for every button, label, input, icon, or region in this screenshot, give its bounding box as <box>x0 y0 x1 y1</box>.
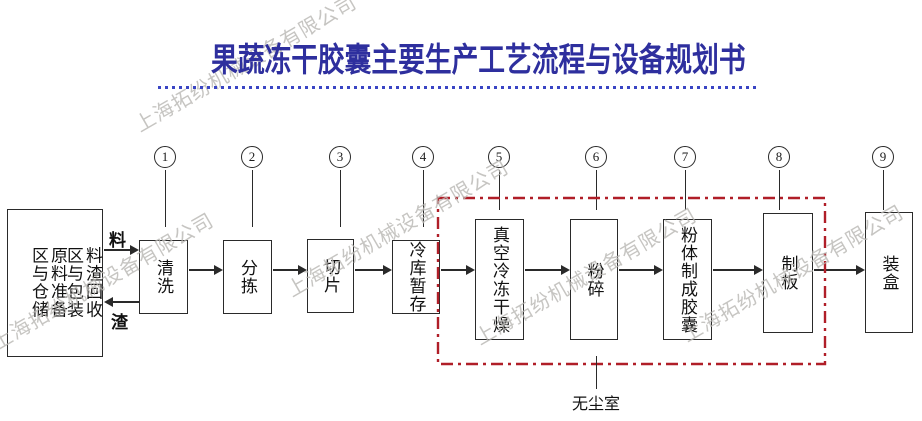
process-box-cold-storage-label: 冷库暂存 <box>406 241 426 313</box>
process-box-slicing: 切片 <box>307 239 354 313</box>
clean-room-boundary <box>436 196 827 366</box>
step-circle-9: 9 <box>872 146 894 168</box>
flow-arrow-2-3-line <box>273 269 299 271</box>
flow-arrow-7-8-head <box>754 265 763 275</box>
stem-7 <box>685 170 686 210</box>
process-box-plate-making: 制板 <box>763 213 813 333</box>
flow-arrow-5-6-head <box>561 265 570 275</box>
stem-2 <box>252 170 253 227</box>
title-divider <box>158 86 756 89</box>
stem-4 <box>423 170 424 227</box>
process-box-slicing-label: 切片 <box>321 258 340 294</box>
process-box-washing: 清洗 <box>139 240 188 314</box>
material-arrow-head <box>130 245 139 255</box>
process-box-plate-making-label: 制板 <box>778 255 798 291</box>
step-circle-3: 3 <box>329 146 351 168</box>
step-circle-8: 8 <box>768 146 790 168</box>
residue-arrow-head <box>104 297 113 307</box>
material-label: 料 <box>109 231 126 250</box>
flow-arrow-5-6-line <box>525 269 562 271</box>
step-circle-2: 2 <box>241 146 263 168</box>
flow-arrow-7-8-line <box>713 269 755 271</box>
page-title: 果蔬冻干胶囊主要生产工艺流程与设备规划书 <box>211 41 746 78</box>
process-box-freeze-drying: 真空冷冻干燥 <box>475 219 524 340</box>
process-box-capsule-making-label: 粉体制成胶囊 <box>678 225 697 334</box>
stem-8 <box>779 170 780 210</box>
storage-box-right-column: 料渣回收区与包装 <box>64 246 102 319</box>
storage-box-left-column: 原料准备区与仓储 <box>29 246 67 319</box>
stem-1 <box>165 170 166 227</box>
process-box-boxing-label: 装盒 <box>879 254 899 291</box>
process-box-crushing-label: 粉碎 <box>584 261 604 298</box>
flow-arrow-3-4-line <box>355 269 384 271</box>
flow-arrow-3-4-head <box>383 265 392 275</box>
residue-label: 渣 <box>111 313 128 332</box>
step-circle-4: 4 <box>412 146 434 168</box>
step-circle-5: 5 <box>488 146 510 168</box>
stem-9 <box>883 170 884 210</box>
step-circle-6: 6 <box>585 146 607 168</box>
stem-3 <box>340 170 341 227</box>
step-circle-7: 7 <box>674 146 696 168</box>
flow-arrow-8-9-head <box>856 265 865 275</box>
stem-5 <box>499 170 500 210</box>
flow-arrow-6-7-line <box>619 269 655 271</box>
stem-6 <box>596 170 597 210</box>
clean-room-label: 无尘室 <box>571 396 620 413</box>
flow-arrow-2-3-head <box>298 265 307 275</box>
material-arrow-line <box>104 249 131 251</box>
flow-arrow-4-5-head <box>466 265 475 275</box>
process-box-sorting-label: 分拣 <box>238 259 257 295</box>
process-box-sorting: 分拣 <box>223 240 272 314</box>
residue-arrow-line <box>113 301 139 303</box>
step-circle-1: 1 <box>154 146 176 168</box>
process-box-washing-label: 清洗 <box>154 259 173 295</box>
process-box-capsule-making: 粉体制成胶囊 <box>663 219 712 340</box>
storage-box: 原料准备区与仓储 料渣回收区与包装 <box>7 209 103 357</box>
process-box-boxing: 装盒 <box>865 212 913 333</box>
process-box-crushing: 粉碎 <box>570 219 618 340</box>
flow-arrow-4-5-line <box>441 269 467 271</box>
flow-arrow-8-9-line <box>814 269 857 271</box>
process-box-cold-storage: 冷库暂存 <box>392 240 440 314</box>
clean-room-callout-line <box>596 356 597 389</box>
flow-arrow-6-7-head <box>654 265 663 275</box>
flow-arrow-1-2-head <box>214 265 223 275</box>
flow-arrow-1-2-line <box>189 269 215 271</box>
process-box-freeze-drying-label: 真空冷冻干燥 <box>490 225 509 334</box>
